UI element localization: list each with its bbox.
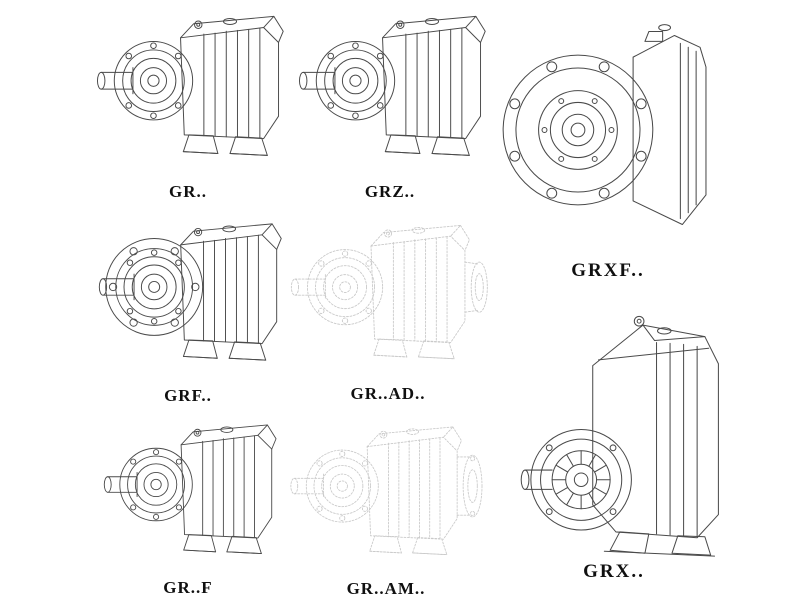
- figure-label-grz: GRZ..: [364, 182, 416, 201]
- figure-grxf: GRXF..: [494, 2, 722, 282]
- gearbox-drawing-gr: [90, 2, 286, 180]
- figure-label-grx: GRX..: [583, 561, 645, 582]
- figure-label-gr-am: GR..AM..: [346, 579, 426, 598]
- gearbox-drawing-grx: [520, 315, 719, 557]
- gearbox-drawing-grxf: [502, 24, 707, 226]
- figure-label-grxf: GRXF..: [571, 260, 645, 281]
- gearbox-drawing-gr-ad: [284, 212, 492, 382]
- figure-grx: GRX..: [492, 298, 736, 583]
- figure-label-gr-f: GR..F: [163, 578, 213, 597]
- figure-grz: GRZ..: [288, 2, 492, 202]
- gearbox-drawing-grz: [292, 2, 488, 180]
- figure-gr-ad: GR..AD..: [281, 212, 495, 404]
- figure-label-gr: GR..: [169, 182, 207, 201]
- figure-gr: GR..: [86, 2, 290, 202]
- gearbox-drawing-grf: [92, 210, 284, 384]
- gearbox-drawing-gr-f: [97, 412, 279, 576]
- figure-label-grf: GRF..: [164, 386, 212, 405]
- gearbox-drawing-gr-am: [284, 414, 488, 577]
- figure-gr-f: GR..F: [86, 412, 290, 598]
- figure-label-gr-ad: GR..AD..: [350, 384, 426, 403]
- figure-grf: GRF..: [86, 210, 290, 406]
- figure-gr-am: GR..AM..: [281, 414, 491, 599]
